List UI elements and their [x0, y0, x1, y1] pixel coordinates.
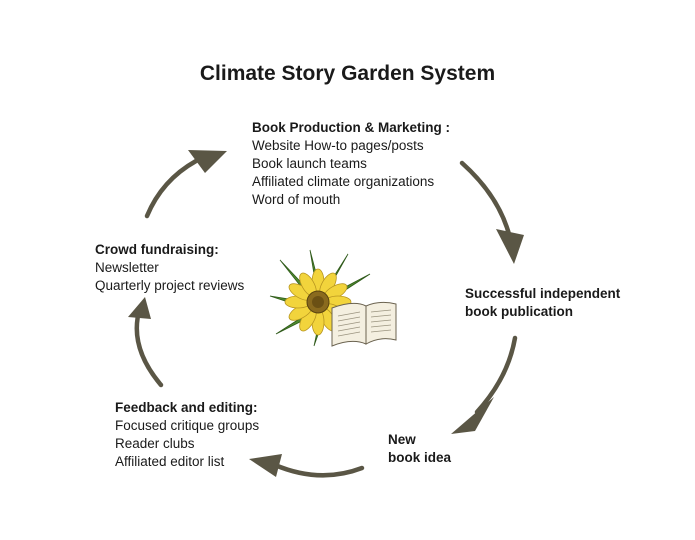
list-item: Newsletter — [95, 260, 159, 275]
diagram-title: Climate Story Garden System — [199, 62, 496, 85]
list-item: Affiliated climate organizations — [252, 174, 435, 189]
arrowhead-newidea — [451, 397, 494, 434]
node-feedback-and-editing: Feedback and editing: Focused critique g… — [115, 399, 259, 471]
list-item: Quarterly project reviews — [95, 278, 245, 293]
arrow-production-to-publication — [459, 160, 513, 241]
list-item: Website How-to pages/posts — [252, 138, 424, 153]
list-item: Focused critique groups — [115, 418, 260, 433]
list-item: Reader clubs — [115, 436, 195, 451]
node-heading-line: book idea — [388, 450, 452, 465]
arrowhead-feedback — [249, 454, 282, 477]
arrow-feedback-to-crowd — [134, 305, 164, 388]
arrow-newidea-to-feedback — [272, 462, 365, 478]
arrowhead-production — [188, 150, 227, 173]
node-new-book-idea: New book idea — [388, 431, 451, 467]
list-item: Book launch teams — [252, 156, 367, 171]
node-heading: Crowd fundraising: — [95, 242, 219, 257]
arrow-publication-to-newidea — [474, 335, 518, 415]
sunflower-and-open-book-icon — [269, 249, 397, 347]
node-crowd-fundraising: Crowd fundraising: Newsletter Quarterly … — [95, 241, 244, 295]
list-item: Affiliated editor list — [115, 454, 225, 469]
node-successful-publication: Successful independent book publication — [465, 285, 665, 321]
node-heading-line: Successful independent — [465, 286, 621, 301]
arrowhead-publication — [496, 229, 524, 264]
node-book-production-marketing: Book Production & Marketing : Website Ho… — [252, 119, 450, 209]
arrowhead-crowd — [128, 297, 151, 319]
arrow-crowd-to-production — [144, 158, 199, 219]
node-heading-line: New — [388, 432, 416, 447]
node-heading-suffix: : — [441, 120, 451, 135]
list-item: Word of mouth — [252, 192, 341, 207]
node-heading: Feedback and editing: — [115, 400, 258, 415]
node-heading-line: book publication — [465, 304, 573, 319]
node-heading: Book Production & Marketing — [252, 120, 442, 135]
